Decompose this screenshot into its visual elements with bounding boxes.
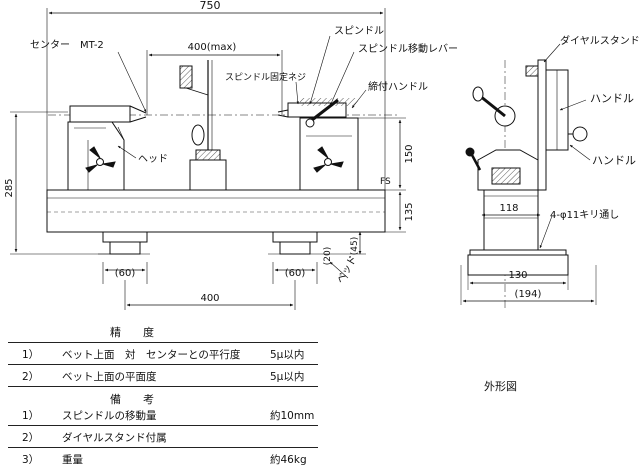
label-holes: 4-φ11キリ通し: [550, 209, 619, 221]
dim-130: 130: [508, 270, 527, 281]
label-handle-lower: ハンドル: [592, 154, 636, 167]
front-view: [10, 8, 406, 310]
dim-height: 285: [4, 178, 15, 197]
dim-total-width: 750: [200, 0, 221, 12]
label-spindle: スピンドル: [334, 25, 384, 37]
notes-item-3: 重量: [62, 454, 83, 466]
label-head: ヘッド: [138, 154, 168, 165]
dim-foot-left: (60): [115, 268, 136, 279]
label-handle-upper: ハンドル: [590, 92, 634, 105]
label-spindle-lever: スピンドル移動レバー: [358, 42, 458, 55]
notes-item-2: ダイヤルスタンド付属: [62, 432, 167, 444]
side-view: [460, 43, 597, 310]
dim-foot-pitch: 400: [200, 293, 219, 304]
notes-item-1: スピンドルの移動量: [62, 410, 157, 422]
dim-118: 118: [499, 203, 518, 214]
notes-heading: 備 考: [110, 393, 154, 406]
dim-20: (20): [323, 247, 333, 265]
dim-45: (45): [350, 237, 360, 255]
notes-num-1: 1）: [22, 410, 40, 422]
accuracy-item-2: ベット上面の平面度: [62, 371, 157, 383]
label-dial-stand: ダイヤルスタンド: [560, 34, 640, 47]
dim-foot-right: (60): [285, 268, 306, 279]
dim-150: 150: [404, 144, 415, 163]
label-center: センター MT-2: [30, 39, 104, 51]
notes-value-3: 約46kg: [270, 454, 307, 466]
accuracy-num-1: 1）: [22, 349, 40, 361]
label-clamp-handle: 締付ハンドル: [368, 80, 428, 93]
side-view-labels: ダイヤルスタンド ハンドル ハンドル 118 4-φ11キリ通し 130 (19…: [499, 34, 639, 300]
notes-num-3: 3）: [22, 454, 40, 466]
accuracy-item-1: ベット上面 対 センターとの平行度: [62, 349, 241, 361]
dim-center-span: 400(max): [188, 42, 237, 53]
drawing-caption: 外形図: [484, 380, 517, 393]
accuracy-heading-rule: [8, 342, 318, 343]
dim-194: (194): [515, 289, 542, 300]
accuracy-rule-2: [8, 386, 318, 387]
accuracy-rule-1: [8, 364, 318, 365]
notes-num-2: 2）: [22, 432, 40, 444]
label-spindle-screw: スピンドル固定ネジ: [225, 71, 306, 83]
accuracy-value-1: 5μ以内: [270, 349, 305, 361]
label-fs: FS: [380, 177, 391, 187]
notes-value-1: 約10mm: [270, 410, 315, 422]
accuracy-value-2: 5μ以内: [270, 371, 305, 383]
accuracy-num-2: 2）: [22, 371, 40, 383]
dim-135: 135: [404, 202, 415, 221]
notes-rule-2: [8, 447, 318, 448]
notes-rule-1: [8, 425, 318, 426]
accuracy-heading: 精 度: [110, 326, 154, 339]
